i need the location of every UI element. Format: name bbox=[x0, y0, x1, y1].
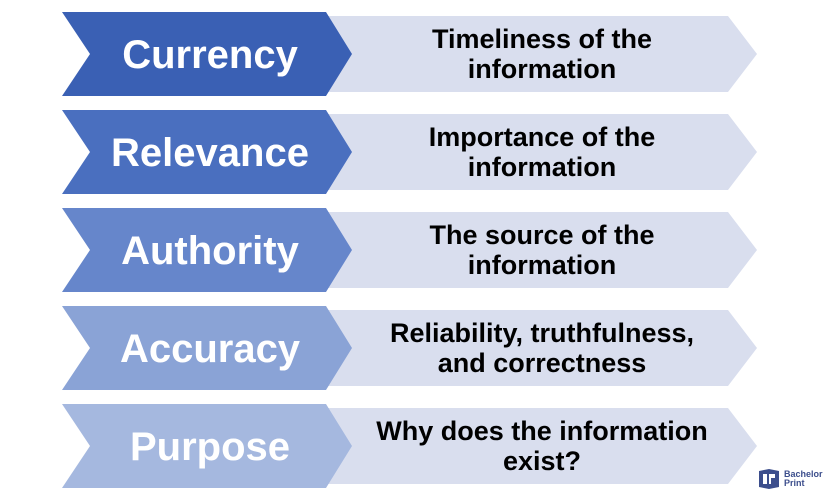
description-line-relevance-1: Importance of the bbox=[429, 122, 656, 152]
term-chevron-authority bbox=[62, 208, 352, 292]
description-arrow-purpose bbox=[318, 408, 757, 484]
term-label-accuracy: Accuracy bbox=[120, 327, 301, 371]
description-arrow-accuracy bbox=[318, 310, 757, 386]
description-arrow-relevance bbox=[318, 114, 757, 190]
row-accuracy: Accuracy Reliability, truthfulness,and co… bbox=[62, 306, 757, 390]
brand-line-1: Bachelor bbox=[784, 469, 823, 479]
description-arrow-authority bbox=[318, 212, 757, 288]
term-chevron-purpose bbox=[62, 404, 352, 488]
brand-text: Bachelor Print bbox=[784, 470, 823, 488]
term-label-relevance: Relevance bbox=[111, 131, 309, 175]
term-chevron-currency bbox=[62, 12, 352, 96]
description-line-purpose-2: exist? bbox=[503, 446, 581, 476]
term-label-purpose: Purpose bbox=[130, 425, 290, 469]
term-chevron-accuracy bbox=[62, 306, 352, 390]
description-line-currency-1: Timeliness of the bbox=[432, 24, 652, 54]
term-label-currency: Currency bbox=[122, 33, 298, 77]
description-line-authority-2: information bbox=[468, 250, 617, 280]
description-line-accuracy-2: and correctness bbox=[438, 348, 647, 378]
description-line-accuracy-1: Reliability, truthfulness, bbox=[390, 318, 694, 348]
term-label-authority: Authority bbox=[121, 229, 300, 273]
description-line-purpose-1: Why does the information bbox=[376, 416, 708, 446]
description-arrow-currency bbox=[318, 16, 757, 92]
brand-logo: Bachelor Print bbox=[757, 467, 823, 491]
description-line-authority-1: The source of the bbox=[429, 220, 654, 250]
term-chevron-relevance bbox=[62, 110, 352, 194]
description-line-relevance-2: information bbox=[468, 152, 617, 182]
brand-line-2: Print bbox=[784, 478, 805, 488]
bachelorprint-logo-icon bbox=[759, 469, 779, 489]
description-line-currency-2: information bbox=[468, 54, 617, 84]
